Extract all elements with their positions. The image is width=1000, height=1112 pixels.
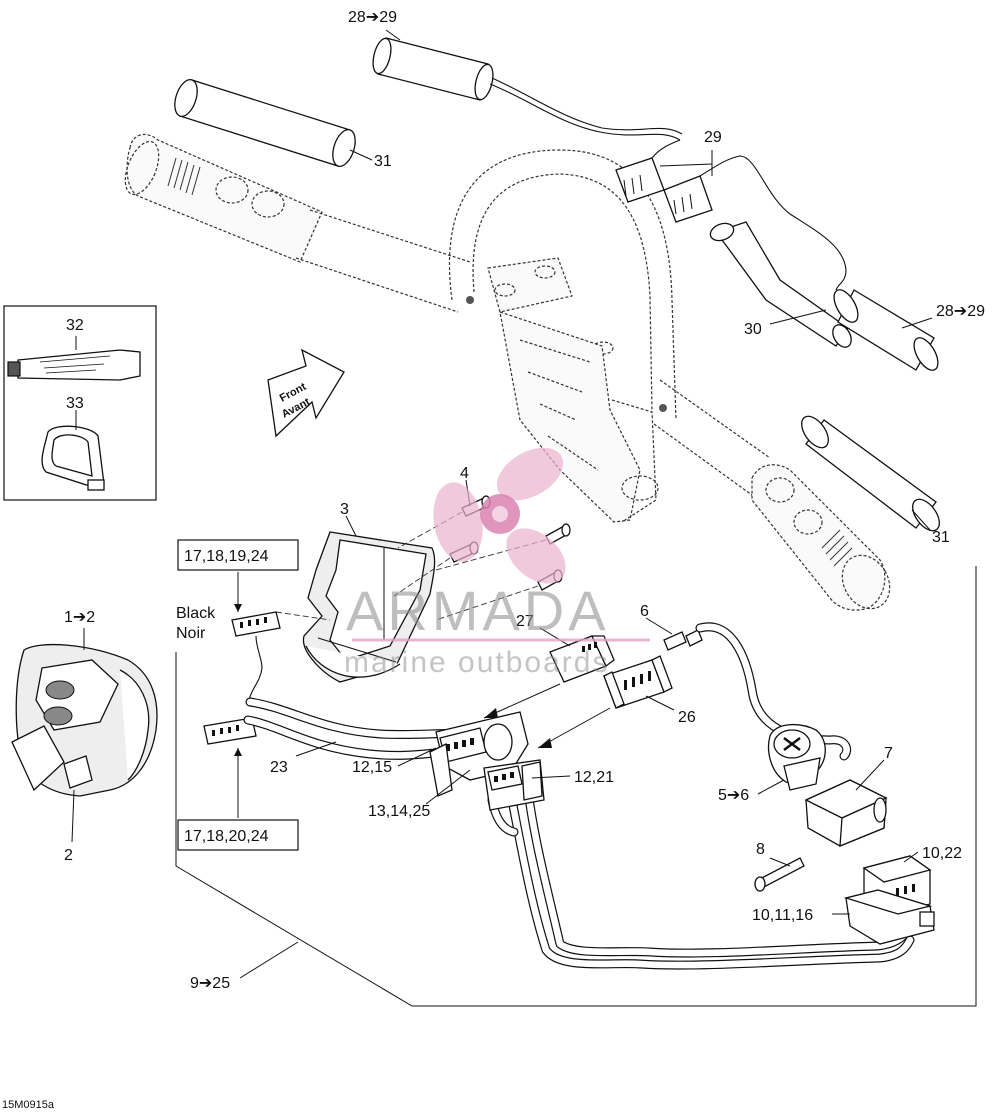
propeller-logo-icon — [433, 447, 566, 584]
label-3: 3 — [340, 501, 349, 518]
front-direction-arrow: Front Avant — [267, 348, 345, 438]
lanyard-pin — [754, 857, 805, 892]
grip-sleeve-top — [174, 79, 356, 167]
label-30: 30 — [744, 321, 762, 338]
connector-10-11-16 — [843, 889, 935, 945]
callout-labels: 28➔29 31 29 30 28➔29 31 32 33 4 3 17,18,… — [2, 9, 985, 1111]
connector-cluster — [429, 711, 545, 811]
lanyard-cap — [804, 779, 888, 847]
connector-26 — [603, 655, 673, 709]
watermark-brand: ARMADA — [346, 579, 610, 642]
label-27: 27 — [516, 613, 534, 630]
accessory-inset-box — [3, 305, 157, 501]
label-black: Black — [176, 605, 216, 622]
label-17-18-20-24: 17,18,20,24 — [184, 828, 269, 845]
grip-heater-right — [833, 289, 939, 371]
figure-code: 15M0915a — [2, 1099, 55, 1111]
grip-sleeve-bottom — [801, 415, 940, 532]
heater-connector — [615, 139, 847, 291]
leader-lines — [71, 29, 933, 979]
housing-cover — [302, 531, 436, 683]
label-23: 23 — [270, 759, 288, 776]
label-1-2: 1➔2 — [64, 609, 95, 626]
label-10-22: 10,22 — [922, 845, 962, 862]
label-28-29-right: 28➔29 — [936, 303, 985, 320]
label-2: 2 — [64, 847, 73, 864]
connector-17-18-19-24 — [231, 611, 281, 707]
label-31-top: 31 — [374, 153, 392, 170]
assembly-frame-lines — [175, 566, 977, 1007]
label-6: 6 — [640, 603, 649, 620]
label-noir: Noir — [176, 625, 206, 642]
label-28-29-top: 28➔29 — [348, 9, 397, 26]
label-32: 32 — [66, 317, 84, 334]
label-10-11-16: 10,11,16 — [752, 907, 813, 924]
label-29: 29 — [704, 129, 722, 146]
callout-box-top — [177, 539, 299, 571]
label-17-18-19-24: 17,18,19,24 — [184, 548, 269, 565]
label-7: 7 — [884, 745, 893, 762]
watermark-tagline: marine outboards — [344, 646, 609, 679]
switch-assembly — [11, 643, 158, 797]
label-13-14-25: 13,14,25 — [368, 803, 430, 820]
label-26: 26 — [678, 709, 696, 726]
assembly-arrows — [483, 683, 611, 749]
callout-box-bottom — [177, 819, 299, 851]
label-4: 4 — [460, 465, 469, 482]
label-12-21: 12,21 — [574, 769, 614, 786]
connector-17-18-20-24 — [203, 717, 257, 745]
watermark: ARMADA marine outboards — [344, 447, 650, 679]
label-31-bottom: 31 — [932, 529, 950, 546]
handlebar-tube — [709, 221, 852, 348]
terminal-6 — [663, 622, 852, 761]
label-33: 33 — [66, 395, 84, 412]
label-12-15: 12,15 — [352, 759, 392, 776]
handlebar-phantom — [124, 133, 891, 611]
harness-23 — [243, 697, 475, 760]
grip-heater-top — [372, 37, 683, 141]
label-5-6: 5➔6 — [718, 787, 749, 804]
label-9-25: 9➔25 — [190, 975, 230, 992]
label-8: 8 — [756, 841, 765, 858]
lanyard-post — [767, 724, 826, 791]
